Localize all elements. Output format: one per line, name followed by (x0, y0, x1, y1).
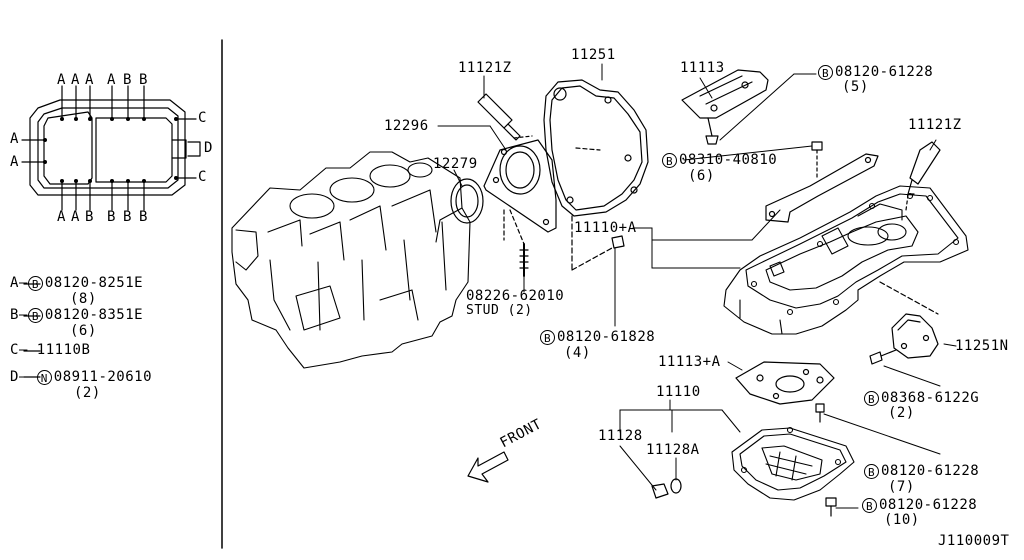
letter-bottom-3: B (85, 209, 94, 225)
circle-b-icon: B (864, 391, 879, 406)
stud (503, 209, 529, 277)
bracket-top (681, 69, 769, 145)
circle-b-icon: B (818, 65, 833, 80)
lower-oil-pan (731, 426, 855, 501)
legend-key: B (10, 307, 19, 323)
sealant-tube-right (907, 141, 941, 195)
rear-seal-retainer (483, 139, 557, 233)
front-arrow-icon (467, 451, 509, 483)
rear-cover-plate (891, 313, 939, 359)
callout-11110: 11110 (656, 384, 701, 400)
upper-oil-pan (723, 185, 969, 335)
circle-b-icon: B (862, 498, 877, 513)
part-number: 08368-6122G (881, 390, 980, 406)
callout-11251: 11251 (571, 47, 616, 63)
legend-qty: (6) (70, 323, 97, 339)
callout-12296: 12296 (384, 118, 429, 134)
bolt-81828 (611, 235, 625, 249)
letter-right-2: D (204, 140, 213, 156)
bolt-lower (825, 497, 837, 517)
legend-key: C (10, 342, 19, 358)
letter-top-4: A (107, 72, 116, 88)
letter-top-3: A (85, 72, 94, 88)
stud-part-number: 08226-62010 (466, 288, 565, 304)
legend-part: 08120-8251E (44, 275, 144, 291)
callout-11128a: 11128A (646, 442, 700, 458)
diagram-id: J110009T (938, 533, 1010, 549)
callout-11251n: 11251N (955, 338, 1009, 354)
letter-top-2: A (71, 72, 80, 88)
bolt-qty-3: (4) (564, 345, 591, 361)
legend-row-c: C— 11110B (10, 342, 91, 358)
baffle-bracket (765, 153, 879, 223)
callout-11110a: 11110+A (574, 220, 637, 236)
cylinder-block (231, 151, 471, 369)
bolt-08310 (811, 141, 823, 181)
letter-top-5: B (123, 72, 132, 88)
circle-b-icon: B (864, 464, 879, 479)
callout-11121z-top: 11121Z (458, 60, 512, 76)
letter-top-6: B (139, 72, 148, 88)
bolt-qty-6: (10) (884, 512, 920, 528)
letter-bottom-4: B (107, 209, 116, 225)
legend-key: D (10, 369, 19, 385)
bolt-qty-4: (2) (888, 405, 915, 421)
letter-bottom-6: B (139, 209, 148, 225)
letter-right-1: C (198, 110, 207, 126)
part-number: 08120-61228 (835, 64, 934, 80)
bolt-qty-2: (6) (688, 168, 715, 184)
gasket-schematic (21, 85, 201, 378)
legend-part: 11110B (36, 342, 91, 358)
letter-bottom-2: A (71, 209, 80, 225)
letter-bottom-1: A (57, 209, 66, 225)
sealant-tube-top (477, 93, 521, 141)
circle-b-icon: B (27, 308, 43, 323)
rear-plate (543, 79, 649, 217)
bolt-08368 (869, 349, 897, 365)
part-number: 08120-61828 (557, 329, 656, 345)
oil-seal (450, 178, 484, 224)
callout-11121z-right: 11121Z (908, 117, 962, 133)
legend-qty: (2) (74, 385, 101, 401)
callout-11113a: 11113+A (658, 354, 721, 370)
legend-qty: (8) (70, 291, 97, 307)
callout-12279: 12279 (433, 156, 478, 172)
legend-key: A (10, 275, 19, 291)
circle-b-icon: B (27, 276, 43, 291)
part-number: 08120-61228 (879, 497, 978, 513)
letter-left-2: A (10, 154, 19, 170)
leader-lines (437, 63, 957, 509)
part-number: 08310-40810 (679, 152, 778, 168)
bolt-qty-5: (7) (888, 479, 915, 495)
drain-plug (651, 478, 682, 499)
callout-11113: 11113 (680, 60, 725, 76)
circle-b-icon: B (662, 153, 677, 168)
circle-n-icon: N (36, 370, 52, 385)
legend-part: 08911-20610 (53, 369, 153, 385)
letter-bottom-5: B (123, 209, 132, 225)
strainer-plate (735, 361, 835, 405)
legend-part: 08120-8351E (44, 307, 144, 323)
letter-top-1: A (57, 72, 66, 88)
circle-b-icon: B (540, 330, 555, 345)
stud-label: STUD (2) (466, 303, 533, 318)
bolt-qty-1: (5) (842, 79, 869, 95)
callout-11128: 11128 (598, 428, 643, 444)
letter-right-3: C (198, 169, 207, 185)
part-number: 08120-61228 (881, 463, 980, 479)
letter-left-1: A (10, 131, 19, 147)
bolt-plate (815, 403, 825, 423)
